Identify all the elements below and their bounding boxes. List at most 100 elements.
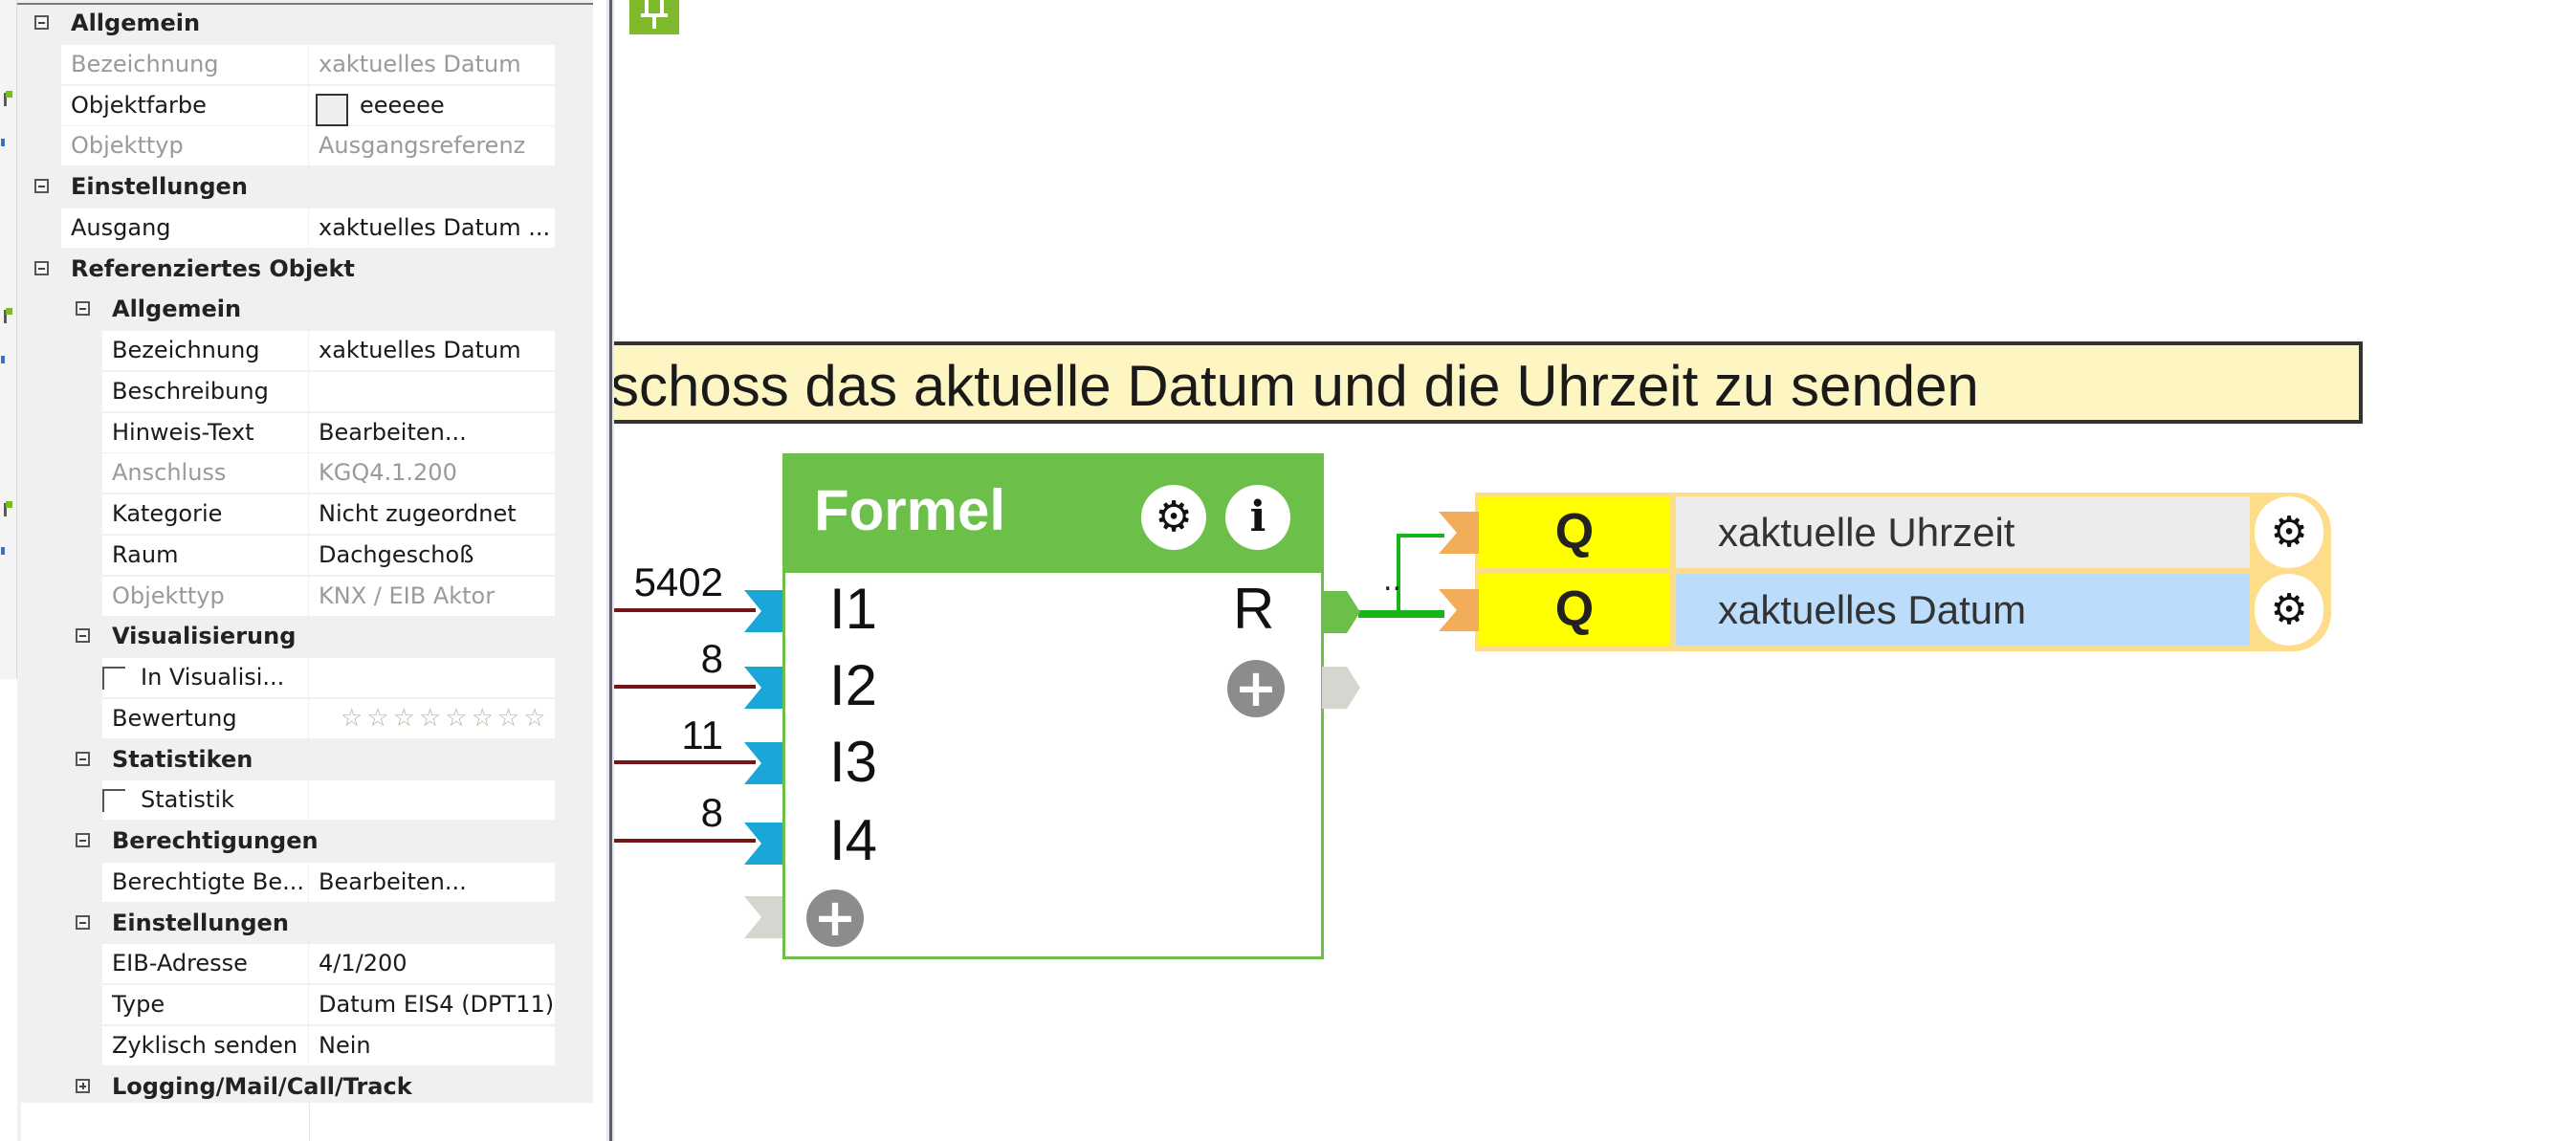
gear-icon[interactable]: ⚙ bbox=[2255, 574, 2323, 646]
pin-icon[interactable] bbox=[629, 0, 679, 34]
gear-icon[interactable]: ⚙ bbox=[1141, 485, 1206, 550]
group-label: Berechtigungen bbox=[112, 827, 319, 854]
property-name-cell bbox=[61, 44, 308, 84]
collapse-icon[interactable] bbox=[76, 751, 90, 766]
property-group-logging-mail-call-track[interactable]: Logging/Mail/Call/Track bbox=[17, 1067, 593, 1107]
property-label: Bezeichnung bbox=[71, 50, 219, 77]
star-icon[interactable]: ☆ bbox=[523, 703, 550, 733]
property-value-cell[interactable] bbox=[309, 453, 555, 494]
property-group-einstellungen[interactable]: Einstellungen bbox=[17, 167, 593, 207]
collapse-icon[interactable] bbox=[76, 833, 90, 847]
collapse-icon[interactable] bbox=[34, 179, 49, 193]
property-row-bewertung[interactable]: Bewertung☆☆☆☆☆☆☆☆ bbox=[17, 698, 593, 738]
property-label: Type bbox=[112, 991, 165, 1018]
property-row-type[interactable]: Type Datum EIS4 (DPT11) bbox=[17, 985, 593, 1024]
output-reference-uhrzeit[interactable]: Q xaktuelle Uhrzeit ⚙ bbox=[1439, 493, 2331, 568]
property-value-cell[interactable] bbox=[309, 985, 555, 1024]
gear-icon[interactable]: ⚙ bbox=[2255, 496, 2323, 568]
property-value: Ausgangsreferenz bbox=[319, 132, 526, 160]
star-icon[interactable]: ☆ bbox=[392, 703, 419, 733]
add-output-button[interactable]: + bbox=[1227, 660, 1285, 717]
flag-icon[interactable] bbox=[2, 91, 12, 106]
property-value-cell[interactable] bbox=[309, 494, 555, 534]
flag-icon[interactable] bbox=[2, 308, 12, 323]
collapse-icon[interactable] bbox=[76, 301, 90, 317]
property-value-cell[interactable] bbox=[309, 698, 555, 738]
property-value-cell[interactable] bbox=[309, 208, 555, 248]
property-group-visualisierung[interactable]: Visualisierung bbox=[17, 617, 593, 656]
add-input-button[interactable]: + bbox=[806, 889, 864, 947]
star-icon[interactable]: ☆ bbox=[445, 703, 472, 733]
property-value-cell[interactable] bbox=[309, 85, 555, 125]
property-value-cell[interactable] bbox=[309, 1025, 555, 1065]
property-value-cell[interactable] bbox=[309, 44, 555, 84]
formel-block[interactable]: Formel ⚙ i I1 I2 I3 I4 + R + bbox=[782, 453, 1324, 959]
property-value-cell[interactable] bbox=[309, 862, 555, 902]
property-row-in-visualisi[interactable]: In Visualisi... bbox=[17, 658, 593, 697]
property-value-cell[interactable] bbox=[309, 412, 555, 452]
star-rating[interactable]: ☆☆☆☆☆☆☆☆ bbox=[341, 699, 555, 738]
output-references: Q xaktuelle Uhrzeit ⚙ Q xaktuelles Datum… bbox=[1439, 493, 2331, 651]
input-label-i1: I1 bbox=[829, 577, 878, 641]
property-value-cell[interactable] bbox=[309, 371, 555, 411]
formel-header[interactable]: Formel ⚙ i bbox=[785, 456, 1321, 573]
star-icon[interactable]: ☆ bbox=[496, 703, 524, 733]
collapse-icon[interactable] bbox=[34, 260, 49, 275]
property-group-statistiken[interactable]: Statistiken bbox=[17, 740, 593, 779]
star-icon[interactable]: ☆ bbox=[366, 703, 393, 733]
property-value-cell[interactable] bbox=[309, 331, 555, 370]
collapse-icon[interactable] bbox=[76, 914, 90, 930]
property-group-einstellungen[interactable]: Einstellungen bbox=[17, 904, 593, 943]
property-label: Kategorie bbox=[112, 500, 223, 527]
wire-r-to-uhrzeit[interactable] bbox=[1397, 534, 1444, 614]
property-name-cell bbox=[102, 944, 308, 984]
collapse-icon[interactable] bbox=[76, 628, 90, 644]
star-icon[interactable]: ☆ bbox=[418, 703, 446, 733]
property-value: Datum EIS4 (DPT11) bbox=[319, 991, 555, 1018]
property-value-cell[interactable] bbox=[309, 780, 555, 821]
property-value-cell[interactable] bbox=[309, 576, 555, 616]
property-group-allgemein[interactable]: Allgemein bbox=[17, 4, 593, 43]
star-icon[interactable]: ☆ bbox=[471, 703, 497, 733]
property-value-cell[interactable] bbox=[309, 126, 555, 166]
property-name-cell bbox=[102, 535, 308, 575]
property-value-cell[interactable] bbox=[309, 535, 555, 575]
collapse-icon[interactable] bbox=[34, 15, 49, 30]
property-value-cell[interactable] bbox=[309, 944, 555, 984]
expand-icon[interactable] bbox=[76, 1078, 90, 1093]
checkbox[interactable] bbox=[102, 667, 125, 690]
property-row-beschreibung[interactable]: Beschreibung bbox=[17, 371, 593, 411]
input-label-i4: I4 bbox=[829, 808, 878, 872]
property-row-statistik[interactable]: Statistik bbox=[17, 780, 593, 821]
property-value-cell[interactable] bbox=[309, 658, 555, 697]
star-icon[interactable]: ☆ bbox=[341, 703, 367, 733]
group-label: Visualisierung bbox=[112, 623, 297, 650]
property-group-berechtigungen[interactable]: Berechtigungen bbox=[17, 822, 593, 861]
info-icon[interactable]: i bbox=[1225, 485, 1290, 550]
property-group-allgemein[interactable]: Allgemein bbox=[17, 290, 593, 329]
property-label: Ausgang bbox=[71, 213, 171, 241]
checkbox[interactable] bbox=[102, 789, 125, 813]
flag-icon[interactable] bbox=[2, 501, 12, 516]
color-swatch[interactable] bbox=[316, 93, 348, 126]
property-row-berechtigte-be[interactable]: Berechtigte Be...Bearbeiten... bbox=[17, 862, 593, 902]
property-label: Statistik bbox=[141, 786, 234, 814]
q-label: Q bbox=[1479, 496, 1670, 568]
comment-box[interactable]: schoss das aktuelle Datum und die Uhrzei… bbox=[614, 341, 2363, 424]
input-value-i3: 11 bbox=[681, 713, 723, 757]
panel-splitter[interactable] bbox=[606, 0, 614, 1141]
property-group-referenziertes-objekt[interactable]: Referenziertes Objekt bbox=[17, 250, 593, 289]
output-reference-datum[interactable]: Q xaktuelles Datum ⚙ bbox=[1439, 570, 2331, 646]
